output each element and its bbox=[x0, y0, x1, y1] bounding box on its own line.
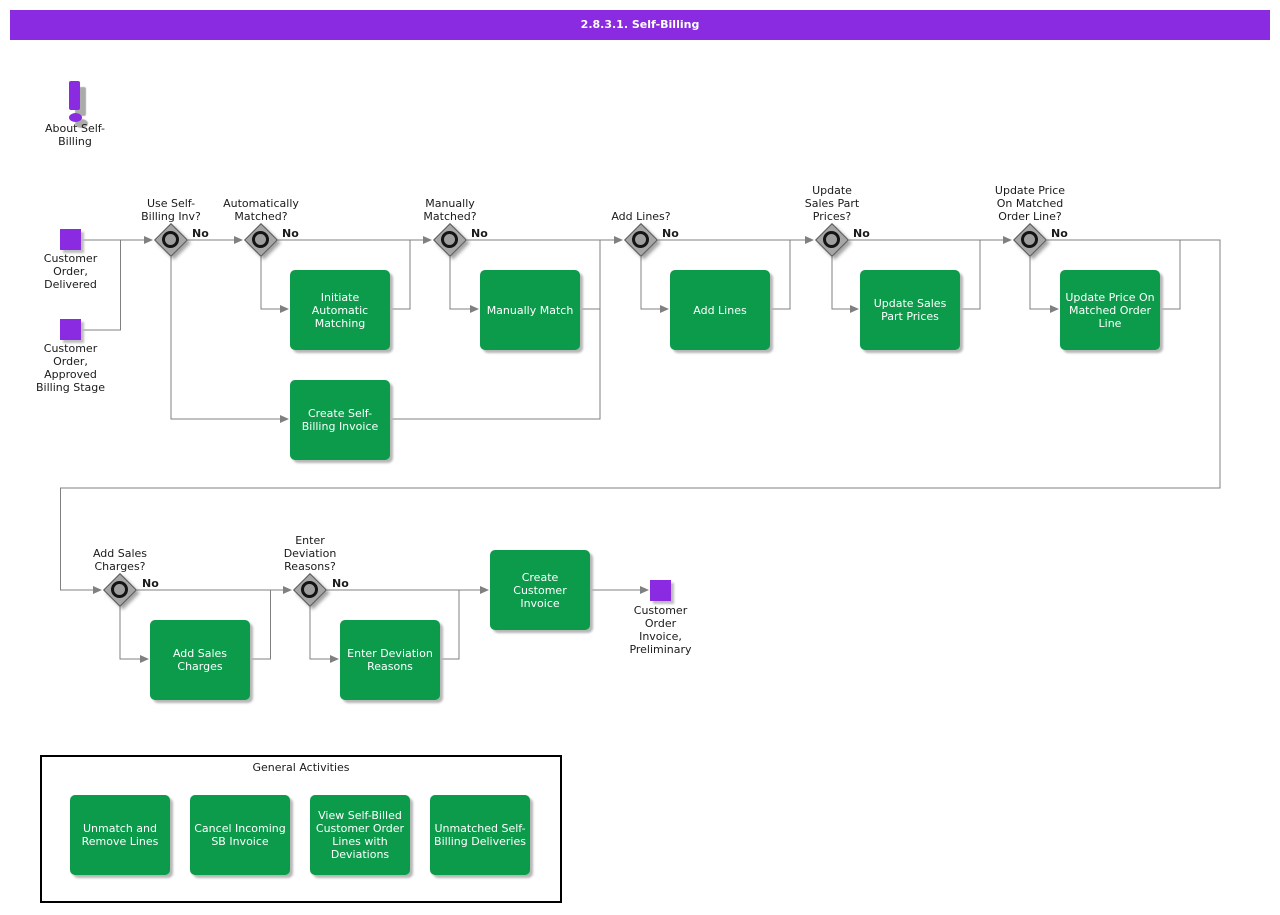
gateway-update-sales-part-prices bbox=[815, 223, 849, 257]
gateway-label: Update Sales Part Prices? bbox=[804, 184, 860, 223]
activity-add-sales-charges[interactable]: Add Sales Charges bbox=[150, 620, 250, 700]
activity-update-price-on-matched-order-line[interactable]: Update Price On Matched Order Line bbox=[1060, 270, 1160, 350]
no-branch-label: No bbox=[662, 227, 679, 240]
gateway-circle-icon bbox=[441, 231, 458, 248]
activity-create-customer-invoice[interactable]: Create Customer Invoice bbox=[490, 550, 590, 630]
gateway-add-sales-charges bbox=[103, 573, 137, 607]
gateway-manually-matched bbox=[433, 223, 467, 257]
activity-view-self-billed-customer-order-lines-with-deviations[interactable]: View Self-Billed Customer Order Lines wi… bbox=[310, 795, 410, 875]
activity-cancel-incoming-sb-invoice[interactable]: Cancel Incoming SB Invoice bbox=[190, 795, 290, 875]
activity-enter-deviation-reasons[interactable]: Enter Deviation Reasons bbox=[340, 620, 440, 700]
gateway-circle-icon bbox=[162, 231, 179, 248]
gateway-circle-icon bbox=[301, 581, 318, 598]
start-event-customer-order-approved[interactable] bbox=[60, 319, 81, 340]
gateway-label: Add Sales Charges? bbox=[92, 547, 148, 573]
activity-unmatch-and-remove-lines[interactable]: Unmatch and Remove Lines bbox=[70, 795, 170, 875]
no-branch-label: No bbox=[471, 227, 488, 240]
gateway-enter-deviation-reasons bbox=[293, 573, 327, 607]
gateway-circle-icon bbox=[1021, 231, 1038, 248]
general-activities-title: General Activities bbox=[252, 761, 350, 774]
no-branch-label: No bbox=[1051, 227, 1068, 240]
exclamation-icon-dot bbox=[69, 113, 82, 122]
gateway-circle-icon bbox=[111, 581, 128, 598]
gateway-label: Enter Deviation Reasons? bbox=[283, 534, 337, 573]
exclamation-icon[interactable] bbox=[69, 81, 80, 110]
end-event-customer-order-invoice-preliminary[interactable] bbox=[650, 580, 671, 601]
no-branch-label: No bbox=[282, 227, 299, 240]
gateway-label: Use Self- Billing Inv? bbox=[141, 197, 201, 223]
start-event-label: Customer Order, Delivered bbox=[43, 252, 98, 291]
end-event-label: Customer Order Invoice, Preliminary bbox=[629, 604, 692, 656]
gateway-use-self-billing-inv bbox=[154, 223, 188, 257]
gateway-add-lines bbox=[624, 223, 658, 257]
start-event-customer-order-delivered[interactable] bbox=[60, 229, 81, 250]
about-self-billing-label: About Self- Billing bbox=[44, 122, 106, 148]
activity-manually-match[interactable]: Manually Match bbox=[480, 270, 580, 350]
gateway-label: Update Price On Matched Order Line? bbox=[994, 184, 1066, 223]
activity-update-sales-part-prices[interactable]: Update Sales Part Prices bbox=[860, 270, 960, 350]
no-branch-label: No bbox=[853, 227, 870, 240]
activity-create-self-billing-invoice[interactable]: Create Self- Billing Invoice bbox=[290, 380, 390, 460]
no-branch-label: No bbox=[192, 227, 209, 240]
activity-unmatched-self-billing-deliveries[interactable]: Unmatched Self- Billing Deliveries bbox=[430, 795, 530, 875]
flow-lines bbox=[60, 236, 1221, 663]
activity-add-lines[interactable]: Add Lines bbox=[670, 270, 770, 350]
no-branch-label: No bbox=[332, 577, 349, 590]
gateway-label: Automatically Matched? bbox=[223, 197, 299, 223]
no-branch-label: No bbox=[142, 577, 159, 590]
gateway-label: Manually Matched? bbox=[423, 197, 477, 223]
gateway-label: Add Lines? bbox=[611, 210, 671, 223]
gateway-circle-icon bbox=[632, 231, 649, 248]
start-event-label: Customer Order, Approved Billing Stage bbox=[35, 342, 105, 394]
gateway-circle-icon bbox=[252, 231, 269, 248]
gateway-update-price-on-matched-order-line bbox=[1013, 223, 1047, 257]
activity-initiate-automatic-matching[interactable]: Initiate Automatic Matching bbox=[290, 270, 390, 350]
page-title: 2.8.3.1. Self-Billing bbox=[10, 10, 1270, 40]
gateway-circle-icon bbox=[823, 231, 840, 248]
gateway-automatically-matched bbox=[244, 223, 278, 257]
